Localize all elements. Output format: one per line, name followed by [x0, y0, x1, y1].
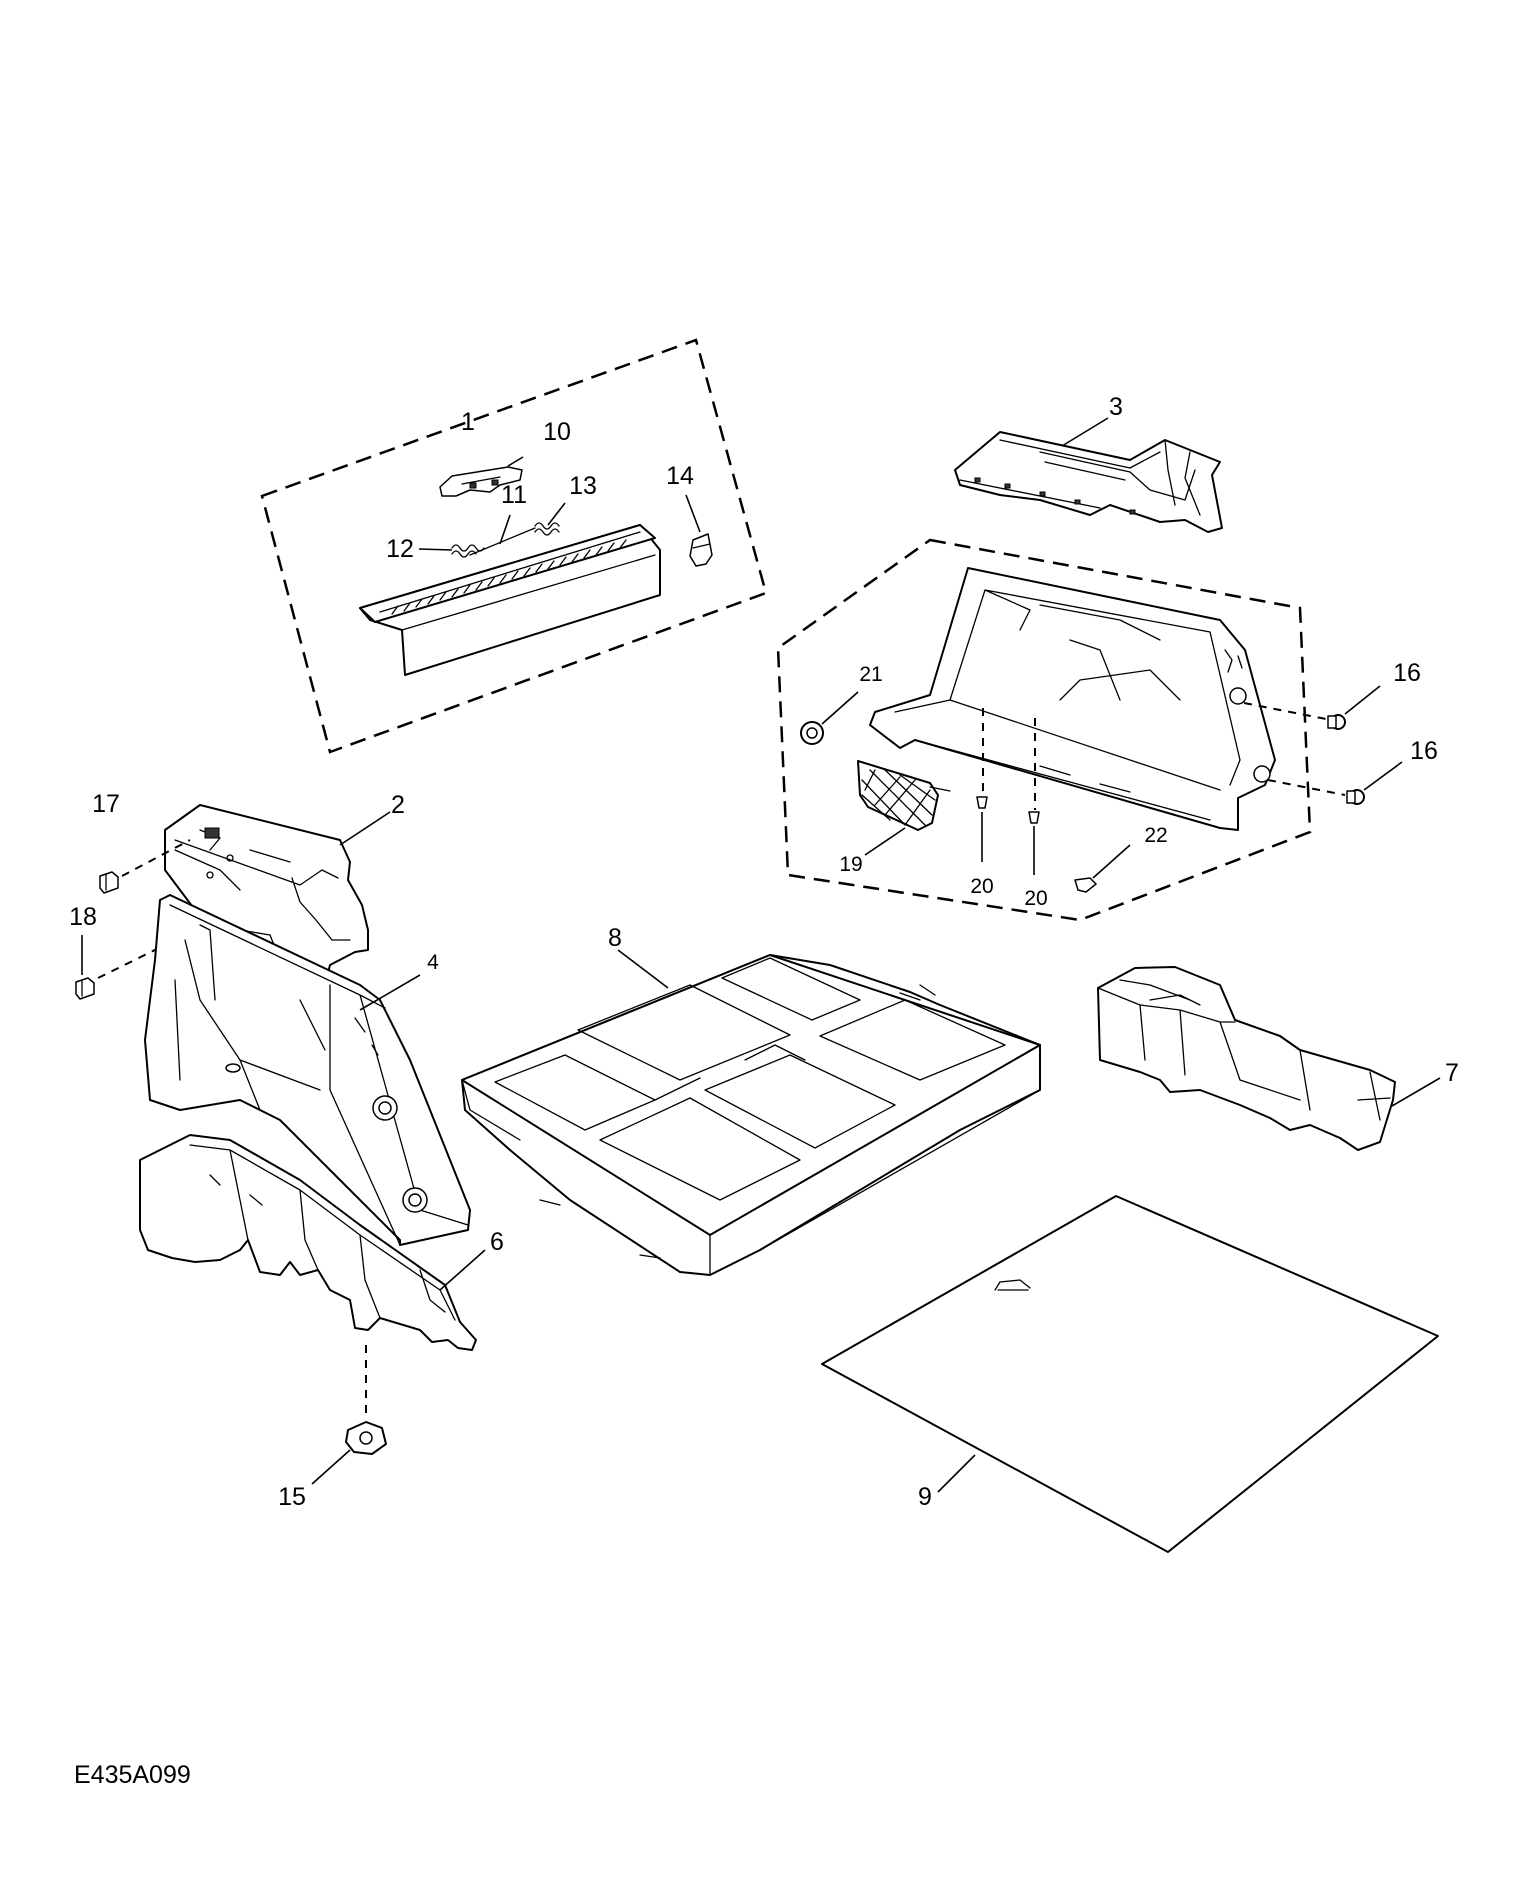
callout-16b: 16: [1410, 737, 1438, 765]
callout-22: 22: [1144, 824, 1167, 847]
trunk-side-trim-right: [869, 567, 1276, 831]
part-21-nut: [800, 721, 824, 745]
callout-9: 9: [918, 1483, 932, 1511]
group-1-boundary: [260, 338, 768, 754]
callout-3: 3: [1109, 393, 1123, 421]
part-8-tray: [461, 954, 1041, 1276]
part-1-panel: [359, 524, 661, 676]
callout-12: 12: [386, 535, 414, 563]
part-3-trim: [954, 431, 1223, 533]
callout-4: 4: [427, 951, 439, 974]
callout-14: 14: [666, 462, 694, 490]
part-19-net: [857, 760, 951, 831]
part-22-clip: [1074, 877, 1097, 893]
callout-11: 11: [501, 481, 527, 509]
part-18-clip: [75, 977, 95, 1000]
part-12-spring: [451, 544, 485, 558]
part-4-trim: [144, 894, 471, 1246]
callout-17: 17: [92, 790, 120, 818]
part-7-filler: [1097, 966, 1396, 1151]
callout-18: 18: [69, 903, 97, 931]
part-10-bracket: [439, 466, 523, 497]
callout-20a: 20: [970, 875, 993, 898]
callout-21: 21: [859, 663, 882, 686]
diagram-reference-code: E435A099: [74, 1761, 191, 1789]
callout-2: 2: [391, 791, 405, 819]
part-20-fastener-a: [976, 796, 988, 862]
part-13-spring: [534, 522, 560, 536]
callout-20b: 20: [1024, 887, 1047, 910]
part-20-fastener-b: [1028, 811, 1040, 875]
part-17-clip: [99, 871, 119, 894]
callout-13: 13: [569, 472, 597, 500]
part-14-clip: [689, 533, 713, 567]
part-15-nut: [345, 1421, 387, 1455]
callout-10: 10: [543, 418, 571, 446]
callout-19: 19: [839, 853, 862, 876]
part-9-mat: [821, 1195, 1439, 1553]
group-right-boundary: [776, 538, 1312, 922]
callout-6: 6: [490, 1228, 504, 1256]
part-16-screw-b: [1346, 789, 1365, 805]
callout-16a: 16: [1393, 659, 1421, 687]
callout-15: 15: [278, 1483, 306, 1511]
callout-1: 1: [461, 408, 475, 436]
callout-7: 7: [1445, 1059, 1459, 1087]
part-16-screw-a: [1327, 714, 1346, 730]
callout-8: 8: [608, 924, 622, 952]
